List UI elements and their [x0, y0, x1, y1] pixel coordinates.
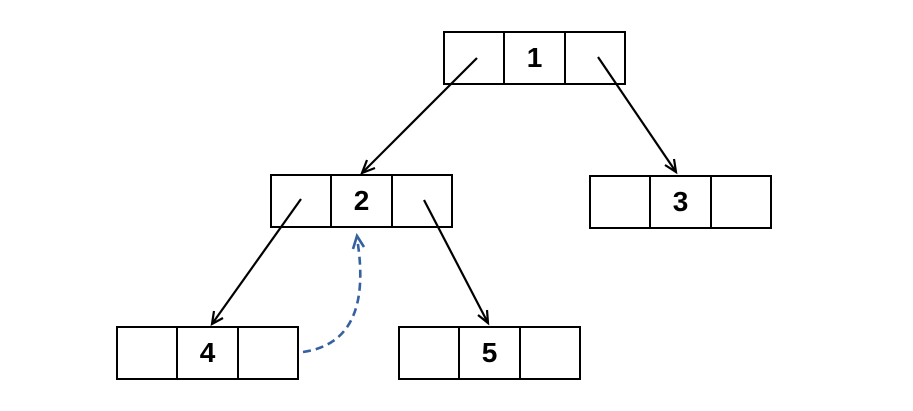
right-pointer-cell — [393, 176, 451, 226]
left-pointer-cell — [272, 176, 330, 226]
arrowhead-icon — [477, 309, 490, 326]
arrowhead-icon — [351, 232, 366, 250]
value-cell: 4 — [176, 328, 239, 378]
arrowhead-icon — [210, 310, 224, 327]
left-pointer-cell — [400, 328, 458, 378]
value-cell: 3 — [649, 177, 712, 227]
tree-node-2: 2 — [270, 174, 453, 228]
tree-node-3: 3 — [589, 175, 772, 229]
left-pointer-cell — [445, 33, 503, 83]
tree-node-1: 1 — [443, 31, 626, 85]
right-pointer-cell — [566, 33, 624, 83]
right-pointer-cell — [239, 328, 297, 378]
thread-4-to-2-dashed-arrow — [302, 232, 366, 354]
value-cell: 5 — [458, 328, 521, 378]
right-pointer-cell — [521, 328, 579, 378]
left-pointer-cell — [591, 177, 649, 227]
tree-node-4: 4 — [116, 326, 299, 380]
right-pointer-cell — [712, 177, 770, 227]
arrowhead-icon — [664, 158, 678, 175]
tree-node-5: 5 — [398, 326, 581, 380]
value-cell: 1 — [503, 33, 566, 83]
arrowhead-icon — [360, 159, 376, 175]
value-cell: 2 — [330, 176, 393, 226]
left-pointer-cell — [118, 328, 176, 378]
